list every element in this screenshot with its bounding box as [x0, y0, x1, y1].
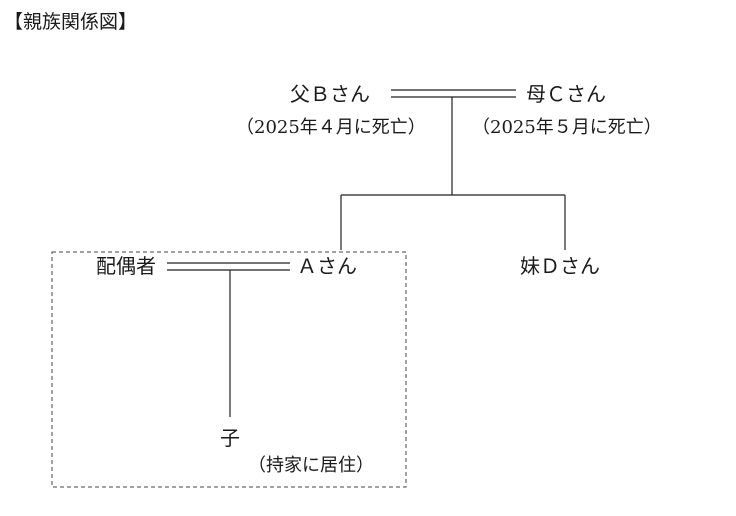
subject-name: Ａさん: [297, 254, 357, 278]
mother-note: （2025年５月に死亡）: [472, 117, 662, 138]
father-note: （2025年４月に死亡）: [236, 117, 426, 138]
child-note: （持家に居住）: [248, 455, 374, 476]
household-box: [51, 251, 407, 488]
spouse-name: 配偶者: [96, 254, 156, 278]
mother-name: 母Ｃさん: [526, 82, 606, 106]
sister-name: 妹Ｄさん: [520, 254, 600, 278]
diagram-title: 【親族関係図】: [4, 11, 138, 33]
father-name: 父Ｂさん: [290, 82, 370, 106]
child-name: 子: [220, 426, 240, 450]
